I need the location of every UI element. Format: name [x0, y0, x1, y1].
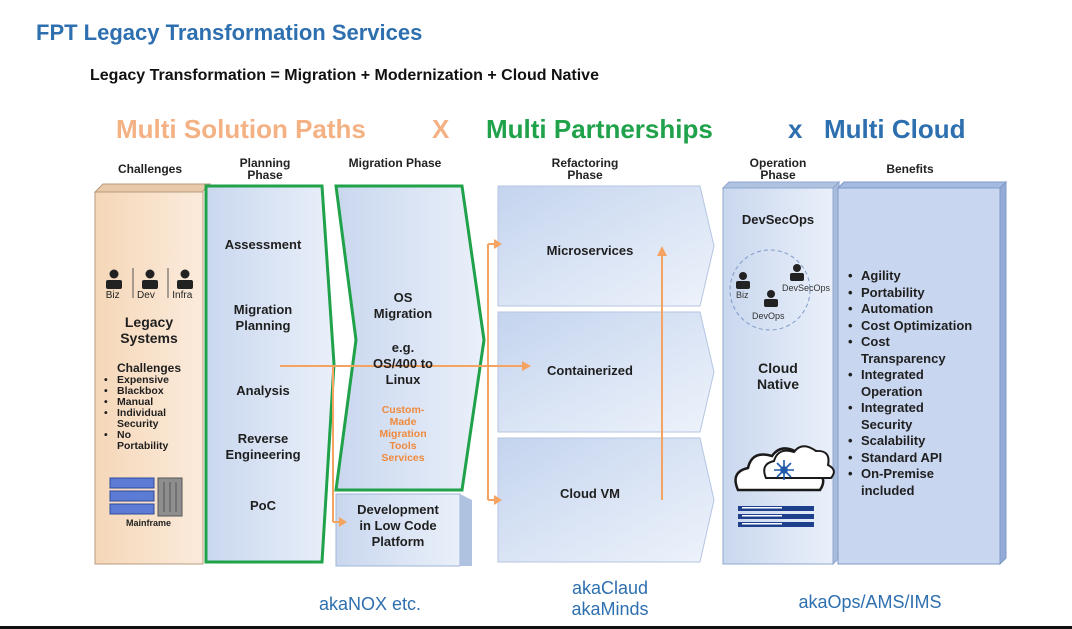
- challenge-item: Manual: [104, 397, 200, 409]
- mainframe-icon: [109, 477, 183, 517]
- lowcode-box: [335, 493, 472, 567]
- person-icon-biz: [106, 269, 122, 289]
- header-planning-phase: Planning Phase: [239, 156, 291, 182]
- team-role-devops: DevOps: [752, 311, 785, 321]
- operation-box: [721, 180, 841, 566]
- team-role-biz: Biz: [736, 290, 749, 300]
- tagline-x-2: x: [788, 114, 803, 144]
- planning-phase-arrow: [204, 184, 336, 564]
- network-icon: [774, 460, 794, 480]
- role-infra: Infra: [172, 290, 193, 301]
- challenges-list: Expensive Blackbox Manual Individual Sec…: [104, 375, 200, 452]
- header-benefits: Benefits: [886, 162, 934, 176]
- tagline-x-1: X: [432, 114, 450, 144]
- legacy-systems-title: Legacy Systems: [120, 314, 178, 346]
- tagline-multi-cloud: Multi Cloud: [824, 114, 966, 144]
- footer-partner-middle: akaClaud akaMinds: [571, 578, 649, 619]
- planning-item-poc: PoC: [250, 498, 276, 513]
- role-biz: Biz: [105, 290, 120, 301]
- os-migration-title: OS Migration: [373, 290, 433, 321]
- lowcode-development-label: Development in Low Code Platform: [357, 502, 439, 549]
- refactoring-blocks: [497, 185, 715, 563]
- devsecops-title: DevSecOps: [741, 212, 815, 227]
- mainframe-label: Mainframe: [126, 518, 172, 528]
- cloud-native-label: Cloud Native: [756, 360, 800, 392]
- page-title: FPT Legacy Transformation Services: [36, 20, 423, 45]
- flow-arrows: [280, 239, 667, 527]
- footer-partner-left: akaNOX etc.: [318, 594, 422, 614]
- refactoring-cloud-vm: Cloud VM: [560, 486, 620, 501]
- migration-phase-arrow: [334, 184, 486, 492]
- person-icon-infra: [177, 269, 193, 289]
- subtitle: Legacy Transformation = Migration + Mode…: [90, 67, 599, 84]
- custom-migration-tools: Custom- Made Migration Tools Services: [379, 404, 427, 464]
- bottom-rule: [0, 626, 1072, 629]
- benefit-item: Portability: [848, 285, 998, 302]
- challenges-roles: Biz Dev Infra: [97, 290, 201, 301]
- header-challenges: Challenges: [117, 162, 183, 176]
- os-migration-example: e.g. OS/400 to Linux: [373, 340, 433, 387]
- benefits-list: Agility Portability Automation Cost Opti…: [848, 268, 998, 499]
- benefit-item: Automation: [848, 301, 998, 318]
- benefit-item: Cost Transparency: [848, 334, 998, 367]
- devsecops-team-icon: [729, 249, 811, 331]
- planning-item-analysis: Analysis: [236, 383, 290, 398]
- benefit-item: Standard API: [848, 450, 998, 467]
- role-dev: Dev: [137, 290, 155, 301]
- tagline-partnerships: Multi Partnerships: [486, 114, 713, 144]
- header-operation-phase: Operation Phase: [749, 156, 807, 182]
- benefit-item: Agility: [848, 268, 998, 285]
- refactoring-microservices: Microservices: [546, 243, 634, 258]
- planning-item-reverse-engineering: Reverse Engineering: [225, 431, 301, 462]
- challenge-item: No Portability: [104, 430, 200, 452]
- refactoring-containerized: Containerized: [547, 363, 633, 378]
- benefit-item: Cost Optimization: [848, 318, 998, 335]
- challenges-list-title: Challenges: [116, 361, 182, 375]
- challenge-item: Individual Security: [104, 408, 200, 430]
- challenge-item: Blackbox: [104, 386, 200, 398]
- person-icon-dev: [142, 269, 158, 289]
- benefit-item: Integrated Security: [848, 400, 998, 433]
- header-refactoring-phase: Refactoring Phase: [551, 156, 619, 182]
- planning-item-assessment: Assessment: [224, 237, 302, 252]
- benefit-item: Integrated Operation: [848, 367, 998, 400]
- tagline-solution-paths: Multi Solution Paths: [116, 114, 366, 144]
- header-migration-phase: Migration Phase: [348, 156, 442, 170]
- team-role-devsecops: DevSecOps: [782, 283, 831, 293]
- planning-item-migration-planning: Migration Planning: [233, 302, 293, 333]
- challenge-item: Expensive: [104, 375, 200, 387]
- footer-partner-right: akaOps/AMS/IMS: [798, 592, 942, 612]
- benefit-item: Scalability: [848, 433, 998, 450]
- benefit-item: On-Premise included: [848, 466, 998, 499]
